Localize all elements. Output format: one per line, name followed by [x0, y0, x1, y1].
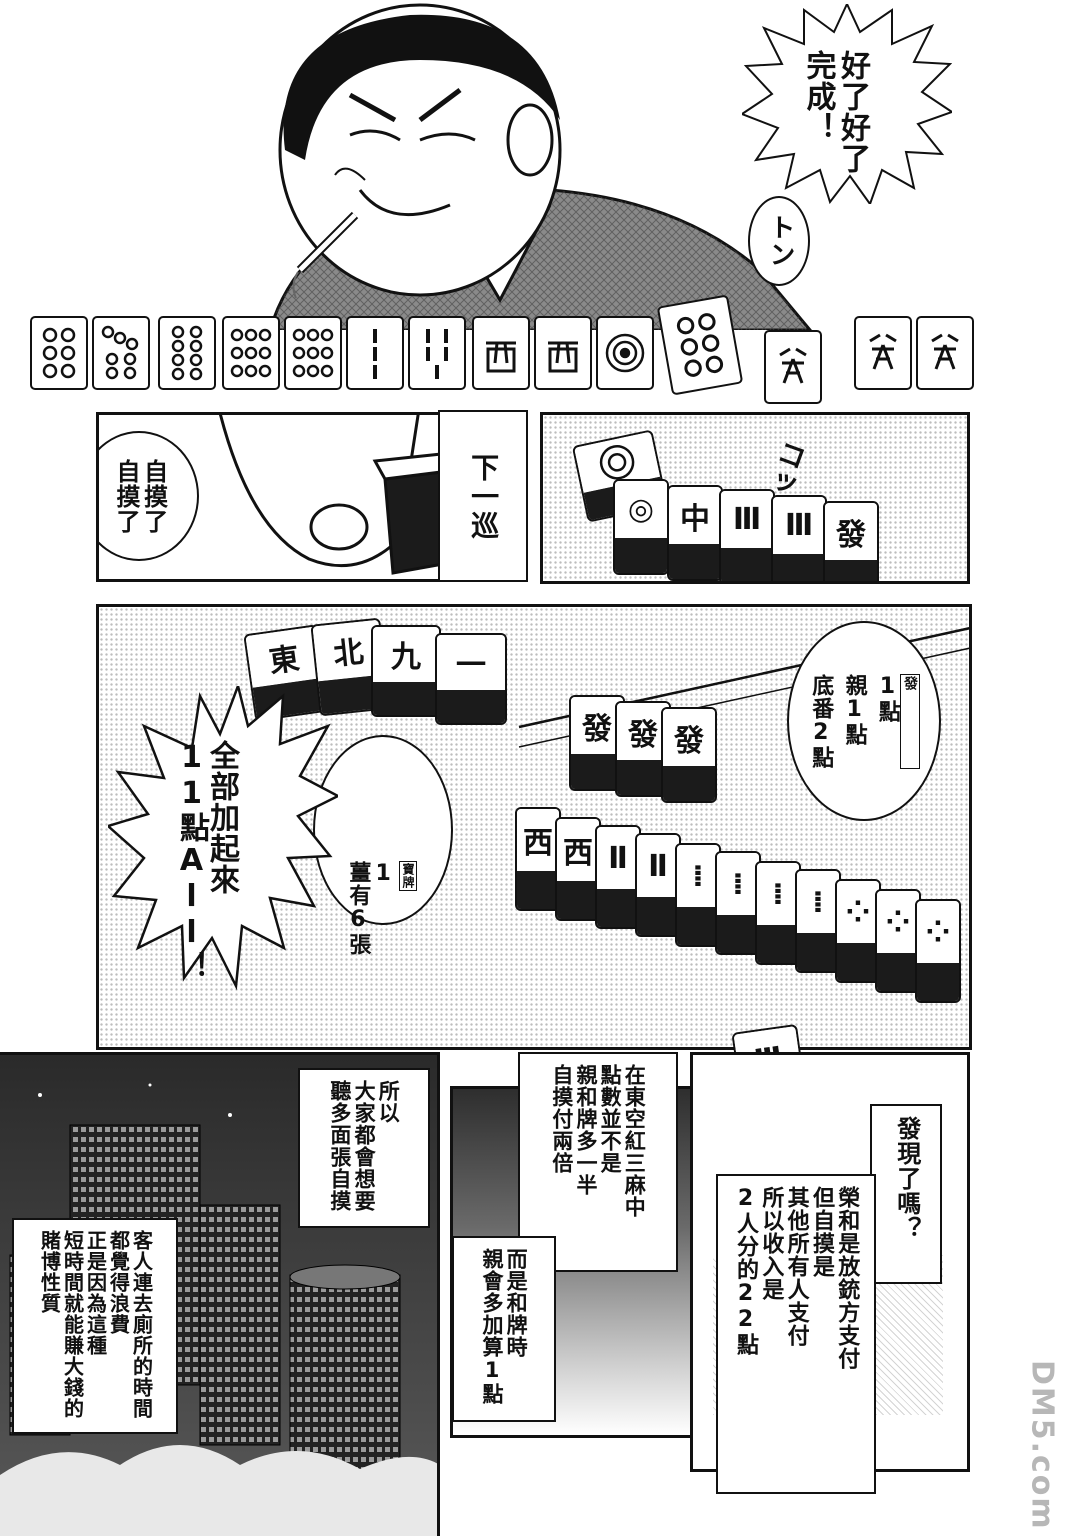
tsumo-bubble: 自摸了 自摸了 — [99, 431, 199, 561]
hand-row-tile-3: Ⅱ — [595, 825, 641, 929]
bamboo-tile-icon — [426, 329, 448, 379]
notice-caption: 發現了嗎？ — [870, 1104, 942, 1284]
dora-line-1: 1 — [370, 860, 396, 887]
green-dragon-tile-c — [916, 316, 974, 390]
dora-tile-label: 寶牌 — [398, 860, 417, 891]
drawn-pin-tile-tilted — [656, 294, 744, 396]
east-rule-text: 在東空紅三麻中 點數並不是 親和牌多一半 自摸付兩倍 — [549, 1064, 647, 1218]
hatsu-bubble: 發 1點 親1點 底番2點 — [787, 621, 941, 821]
pin-tile-icon — [101, 325, 139, 380]
meld-dragon-3: 發 — [661, 707, 717, 803]
pin-tile-icon — [292, 328, 334, 378]
multi-wait-caption: 所以 大家都會想要 聽多面張自摸 — [298, 1068, 430, 1228]
sfx-ton-bubble: トン — [748, 196, 810, 286]
dealer-caption: 而是和牌時 親會多加算1點 — [452, 1236, 556, 1422]
bamboo-tile-icon — [373, 329, 377, 379]
circle-one-tile-icon — [605, 333, 645, 373]
toilet-caption: 客人連去廁所的時間 都覺得浪費 正是因為這種 短時間就能賺大錢的 賭博性質 — [12, 1218, 178, 1434]
wind-tile-4: 一 — [435, 633, 507, 725]
pin-tile-icon — [230, 328, 272, 378]
hatsu-tile-label: 發 — [899, 673, 920, 769]
west-tile-icon — [486, 341, 516, 373]
sfx-ko-text: コッ — [760, 435, 812, 502]
pin-tile-6 — [30, 316, 88, 390]
table-panel: 東 北 九 一 發 發 發 西 西 Ⅱ Ⅱ ⁞ ⁞ ⁞ ⁞ ⁘ ⁘ ⁘ 發 1點… — [96, 604, 972, 1050]
ron-caption: 榮和是放銃方支付 但自摸是 其他所有人支付 所以收入是 2人分的22點 — [716, 1174, 876, 1494]
bamboo-tile-a — [346, 316, 404, 390]
next-round-text: 下一巡 — [467, 452, 501, 540]
hand-row-tile-4: Ⅱ — [635, 833, 681, 937]
hand-row-tile-7: ⁞ — [755, 861, 801, 965]
total-burst-outline — [108, 686, 338, 991]
pin-tile-icon — [42, 327, 76, 379]
row-tile-4: Ⅲ — [771, 495, 827, 581]
hatsu-line-3: 底番2點 — [808, 673, 834, 769]
west-tile-icon — [548, 341, 578, 373]
west-tile-a — [472, 316, 530, 390]
dora-line-2: 薑有6張 — [345, 860, 371, 956]
next-round-caption: 下一巡 — [438, 410, 528, 582]
toilet-text: 客人連去廁所的時間 都覺得浪費 正是因為這種 短時間就能賺大錢的 賭博性質 — [37, 1230, 154, 1419]
ron-text: 榮和是放銃方支付 但自摸是 其他所有人支付 所以收入是 2人分的22點 — [733, 1186, 860, 1370]
hatsu-line-2: 親1點 — [841, 673, 867, 746]
circle-one-tile — [596, 316, 654, 390]
row-tile-1: ◎ — [613, 479, 669, 575]
top-panel: 好了好了 完成！ トン — [0, 0, 1080, 404]
multi-wait-text: 所以 大家都會想要 聽多面張自摸 — [327, 1080, 401, 1212]
hand-row-tile-6: ⁞ — [715, 851, 761, 955]
tsumo-bubble-text: 自摸了 自摸了 — [112, 458, 168, 534]
row-tile-5: 發 — [823, 501, 879, 581]
pin-tile-icon — [676, 313, 724, 377]
discard-panel: ◎ 中 Ⅲ Ⅲ 發 コッ — [540, 412, 970, 584]
pin-tile-7 — [92, 316, 150, 390]
dealer-text: 而是和牌時 親會多加算1點 — [480, 1248, 529, 1405]
notice-text: 發現了嗎？ — [892, 1116, 921, 1241]
wind-tile-3: 九 — [371, 625, 441, 717]
bamboo-tile-b — [408, 316, 466, 390]
hatsu-bubble-body: 發 1點 親1點 底番2點 — [808, 673, 920, 769]
player-illustration — [268, 3, 812, 330]
speech-burst-outline — [742, 4, 952, 204]
hand-row-tile-11: ⁘ — [915, 899, 961, 1003]
top-bubble-text: 好了好了 完成！ — [800, 50, 871, 174]
site-watermark: DM5.com — [1024, 1360, 1060, 1531]
row-tile-3: Ⅲ — [719, 489, 775, 581]
pin-tile-9b — [284, 316, 342, 390]
dora-bubble: 寶牌 1 薑有6張 — [313, 735, 453, 956]
total-burst-text: 全部加起來 11點All！ — [174, 740, 239, 982]
hatsu-line-1: 1點 — [874, 673, 900, 723]
green-dragon-tile-b — [854, 316, 912, 390]
hand-row-tile-9: ⁘ — [835, 879, 881, 983]
west-tile-b — [534, 316, 592, 390]
green-dragon-tile-icon — [869, 333, 897, 370]
green-dragon-tile-a — [764, 330, 822, 404]
pin-tile-9a — [222, 316, 280, 390]
dora-bubble-body: 寶牌 1 薑有6張 — [320, 705, 446, 956]
hand-row-tile-1: 西 — [515, 807, 561, 911]
row-tile-2: 中 — [667, 485, 723, 581]
circle-one-tile-3d — [571, 429, 669, 523]
east-rule-caption: 在東空紅三麻中 點數並不是 親和牌多一半 自摸付兩倍 — [518, 1052, 678, 1272]
sfx-ton-text: トン — [764, 214, 795, 268]
pin-tile-icon — [171, 325, 203, 381]
green-dragon-tile-icon — [931, 333, 959, 370]
green-dragon-tile-icon — [779, 347, 807, 384]
circle-one-tile-icon — [599, 444, 635, 480]
pin-tile-8 — [158, 316, 216, 390]
